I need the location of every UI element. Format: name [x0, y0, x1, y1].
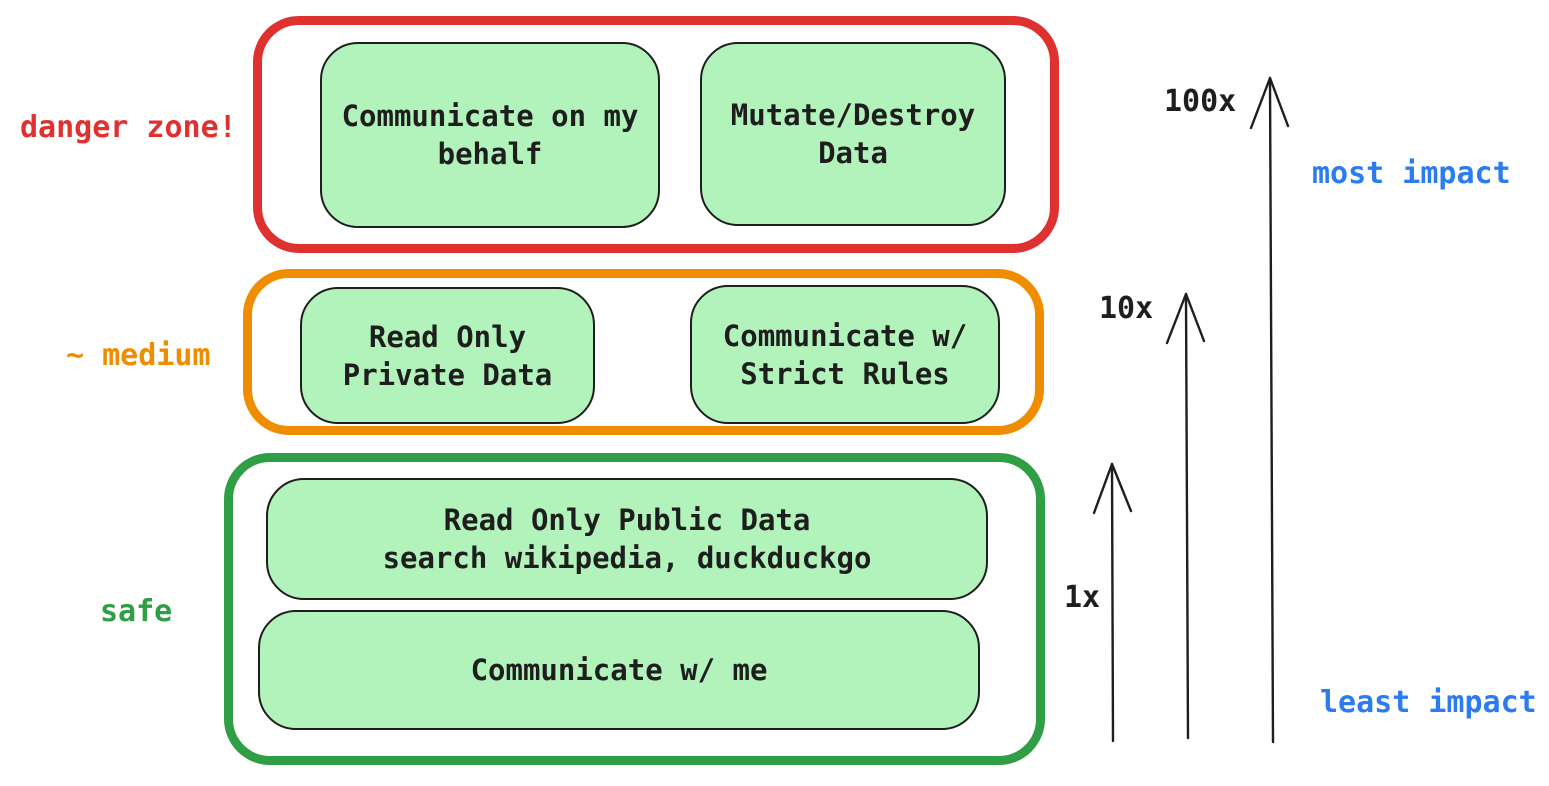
arrow-10x-icon: [1165, 292, 1206, 740]
box-text-line: Communicate w/: [722, 318, 968, 353]
box-communicate-with-me: Communicate w/ me: [258, 610, 980, 730]
box-text-line: Read Only Public Data: [443, 503, 811, 537]
medium-zone: [243, 269, 1044, 435]
most-impact-label: most impact: [1312, 156, 1511, 191]
arrow-label-10x: 10x: [1099, 291, 1154, 326]
box-text-line: behalf: [437, 137, 543, 171]
box-text-line: Private Data: [342, 357, 553, 392]
box-read-only-private-data: Read Only Private Data: [300, 287, 595, 424]
danger-zone-label: danger zone!: [20, 110, 237, 145]
box-communicate-on-my-behalf: Communicate on my behalf: [320, 42, 660, 228]
box-text-line: search wikipedia, duckduckgo: [382, 541, 872, 575]
box-text-line: Read Only: [368, 319, 527, 354]
least-impact-label: least impact: [1320, 685, 1537, 720]
box-text-line: Communicate on my: [341, 99, 639, 133]
danger-zone: [253, 16, 1059, 253]
arrow-label-100x: 100x: [1164, 84, 1237, 119]
box-mutate-destroy-data: Mutate/Destroy Data: [700, 42, 1006, 226]
safe-zone-label: safe: [100, 594, 173, 629]
box-communicate-strict-rules: Communicate w/ Strict Rules: [690, 285, 1000, 424]
box-text-line: Strict Rules: [740, 356, 950, 391]
medium-zone-label: ~ medium: [66, 338, 211, 373]
box-read-only-public-data: Read Only Public Data search wikipedia, …: [266, 478, 988, 600]
box-text-line: Communicate w/ me: [470, 653, 768, 687]
safe-zone: [224, 453, 1045, 765]
box-text-line: Mutate/Destroy: [730, 98, 976, 132]
arrow-100x-icon: [1249, 76, 1290, 744]
arrow-label-1x: 1x: [1064, 580, 1101, 615]
box-text-line: Data: [818, 136, 888, 170]
